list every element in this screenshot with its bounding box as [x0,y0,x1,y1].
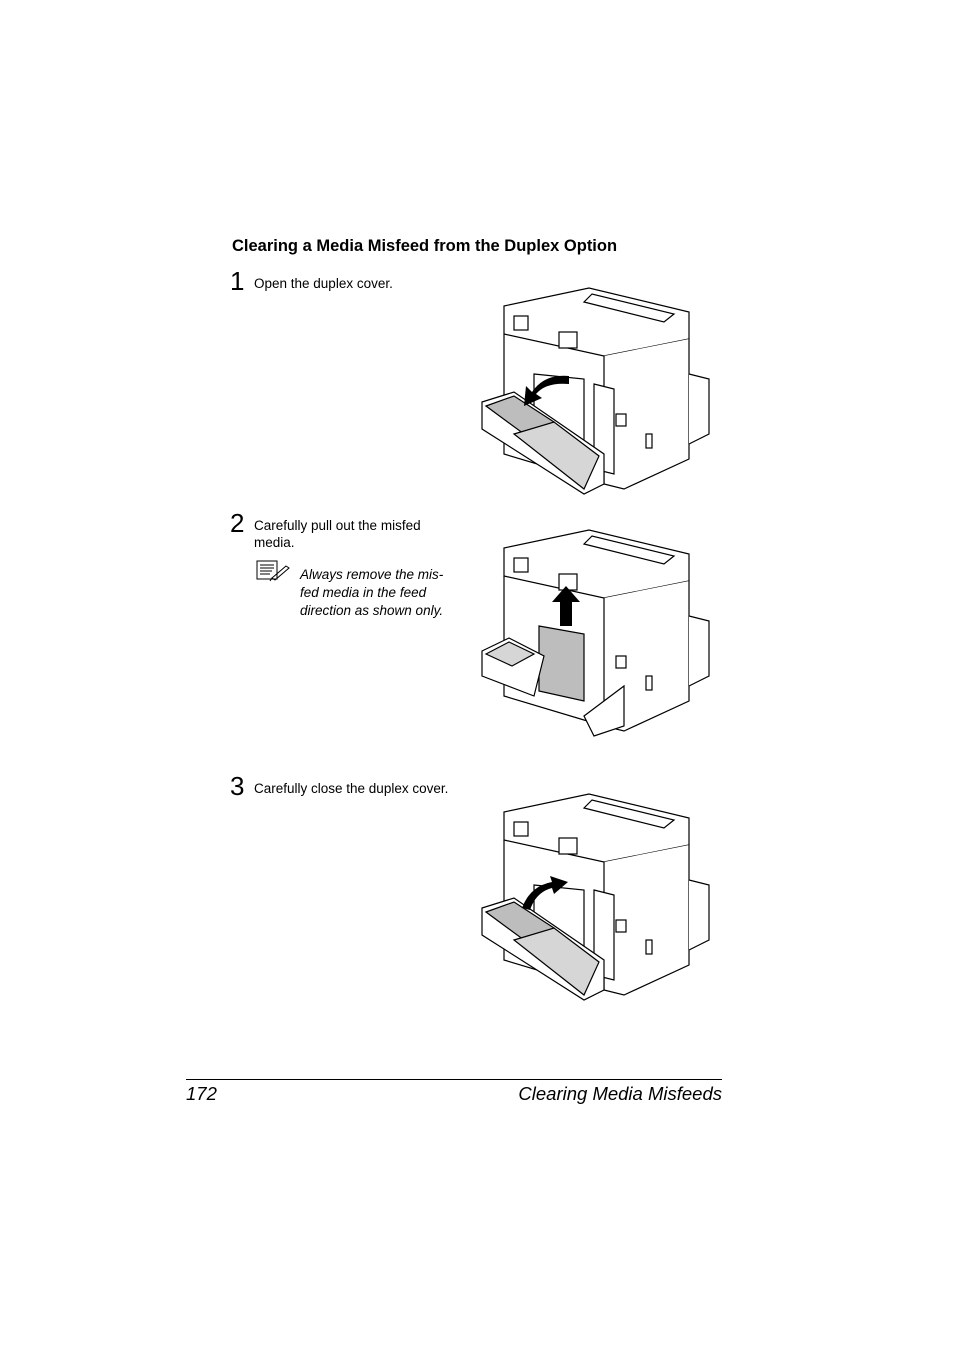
step-1-number: 1 [230,266,245,296]
note-text: Always remove the mis-fed media in the f… [300,567,444,618]
footer-divider [186,1079,722,1080]
arrow-curved-down-left [524,375,569,406]
section-heading: Clearing a Media Misfeed from the Duplex… [232,237,618,255]
step-2-text: Carefully pull out the misfed media. [254,518,421,550]
arrow-up [552,586,580,626]
printer-duplex-cover-opening-illustration [481,287,710,495]
page-number: 172 [186,1083,217,1104]
step-1-text: Open the duplex cover. [254,276,393,291]
footer-section-title: Clearing Media Misfeeds [518,1083,722,1104]
step-3-number: 3 [230,771,245,801]
note-pencil-icon [256,560,290,582]
step-3-text: Carefully close the duplex cover. [254,781,449,796]
printer-duplex-cover-closing-illustration [481,793,710,1001]
arrow-curved-up-right [522,876,568,910]
printer-media-pull-out-illustration [481,529,710,737]
step-2-number: 2 [230,508,245,538]
